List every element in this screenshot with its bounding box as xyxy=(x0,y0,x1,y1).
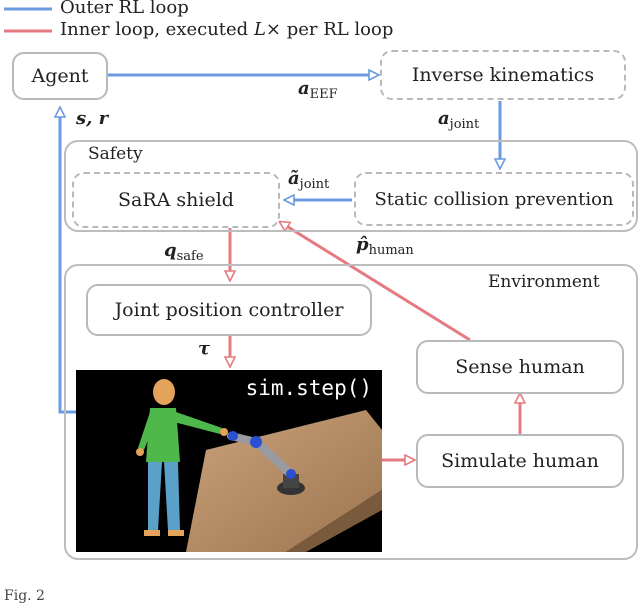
sim-step-label: sim.step() xyxy=(245,376,372,400)
legend-inner-prefix: Inner loop, executed xyxy=(60,19,254,40)
q-safe-subscript: safe xyxy=(176,249,204,264)
sense-human-node: Sense human xyxy=(416,340,624,394)
a-eef-subscript: EEF xyxy=(309,87,338,102)
joint-controller-node: Joint position controller xyxy=(86,284,372,336)
legend-outer-label: Outer RL loop xyxy=(60,0,189,18)
q-safe-symbol: q xyxy=(164,240,177,261)
q-safe-label: qsafe xyxy=(164,240,204,264)
environment-group-label: Environment xyxy=(488,272,600,292)
a-joint-label: ajoint xyxy=(438,108,479,132)
tau-label: τ xyxy=(198,338,211,359)
a-tilde-subscript: joint xyxy=(299,177,330,192)
inverse-kinematics-node: Inverse kinematics xyxy=(380,50,626,100)
a-tilde-symbol: ã xyxy=(288,168,300,189)
safety-group xyxy=(64,140,638,232)
simulation-scene-image xyxy=(136,379,382,552)
a-joint-symbol: a xyxy=(438,108,450,129)
figure-caption: Fig. 2 xyxy=(4,588,45,604)
a-eef-label: aEEF xyxy=(298,78,338,102)
environment-group xyxy=(64,264,638,560)
safety-group-label: Safety xyxy=(88,144,143,164)
a-joint-subscript: joint xyxy=(449,117,480,132)
p-human-label: p̂human xyxy=(356,234,414,258)
static-collision-node: Static collision prevention xyxy=(354,172,634,226)
sara-shield-node: SaRA shield xyxy=(72,172,280,228)
p-human-symbol: p̂ xyxy=(356,234,369,255)
s-r-label: s, r xyxy=(76,108,109,129)
a-tilde-joint-label: ãjoint xyxy=(288,168,329,192)
arrow-env-to-agent xyxy=(60,108,76,414)
p-human-subscript: human xyxy=(368,243,414,258)
simulation-view: sim.step() xyxy=(76,370,382,552)
a-eef-symbol: a xyxy=(298,78,310,99)
arrow-sense-to-sara xyxy=(280,222,471,342)
legend-inner-var: L xyxy=(253,19,266,40)
legend-inner-suffix: × per RL loop xyxy=(265,19,394,40)
legend-inner-label: Inner loop, executed L× per RL loop xyxy=(60,19,393,40)
simulate-human-node: Simulate human xyxy=(416,434,624,488)
agent-node: Agent xyxy=(12,52,108,100)
